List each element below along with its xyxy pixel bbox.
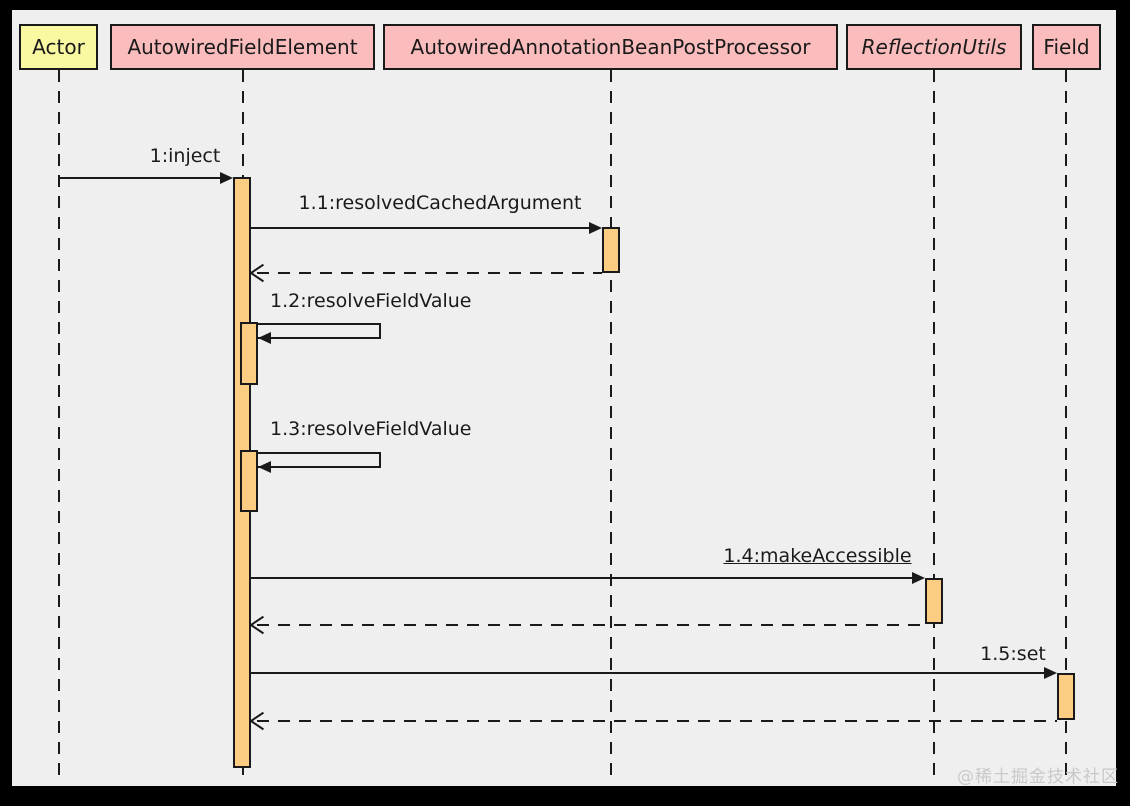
activation-bar-beanpostprocessor (602, 227, 620, 273)
return-line-makeaccessible (257, 624, 925, 626)
activation-bar-reflectionutils (925, 578, 943, 624)
lifeline-reflectionutils (933, 70, 935, 775)
message-line-set (251, 672, 1045, 674)
sequence-diagram-canvas: Actor AutowiredFieldElement AutowiredAnn… (12, 10, 1119, 787)
activation-bar-nested-resolvefieldvalue-1 (240, 322, 258, 385)
participant-autowiredfieldelement: AutowiredFieldElement (110, 24, 375, 70)
open-arrowhead-icon (251, 617, 266, 633)
arrowhead-icon (220, 172, 233, 184)
message-line-inject (59, 177, 221, 179)
self-message-loop (258, 323, 381, 339)
open-arrowhead-icon (251, 265, 266, 281)
lifeline-autowiredannotationbeanpostprocessor (610, 70, 612, 775)
message-label-resolvefieldvalue-1: 1.2:resolveFieldValue (270, 290, 472, 312)
watermark: @稀土掘金技术社区 (957, 767, 1119, 787)
lifeline-field (1065, 70, 1067, 775)
participant-reflectionutils: ReflectionUtils (846, 24, 1022, 70)
message-label-resolvedcachedargument: 1.1:resolvedCachedArgument (298, 192, 582, 214)
message-line-makeaccessible (251, 577, 913, 579)
return-line-set (257, 720, 1057, 722)
message-label-resolvefieldvalue-2: 1.3:resolveFieldValue (270, 418, 472, 440)
activation-bar-nested-resolvefieldvalue-2 (240, 450, 258, 512)
arrowhead-icon (258, 332, 271, 344)
message-label-inject: 1:inject (149, 145, 221, 167)
arrowhead-icon (258, 461, 271, 473)
participant-field: Field (1032, 24, 1101, 70)
participant-autowiredannotationbeanpostprocessor: AutowiredAnnotationBeanPostProcessor (383, 24, 838, 70)
participant-actor: Actor (19, 24, 98, 70)
open-arrowhead-icon (251, 713, 266, 729)
lifeline-actor (58, 70, 60, 775)
arrowhead-icon (589, 222, 602, 234)
activation-bar-field (1057, 673, 1075, 720)
message-label-makeaccessible: 1.4:makeAccessible (723, 545, 912, 567)
arrowhead-icon (1044, 667, 1057, 679)
self-message-loop (258, 452, 381, 468)
return-line-resolvedcachedargument (257, 272, 602, 274)
arrowhead-icon (912, 572, 925, 584)
message-line-resolvedcachedargument (251, 227, 590, 229)
message-label-set: 1.5:set (980, 643, 1046, 665)
